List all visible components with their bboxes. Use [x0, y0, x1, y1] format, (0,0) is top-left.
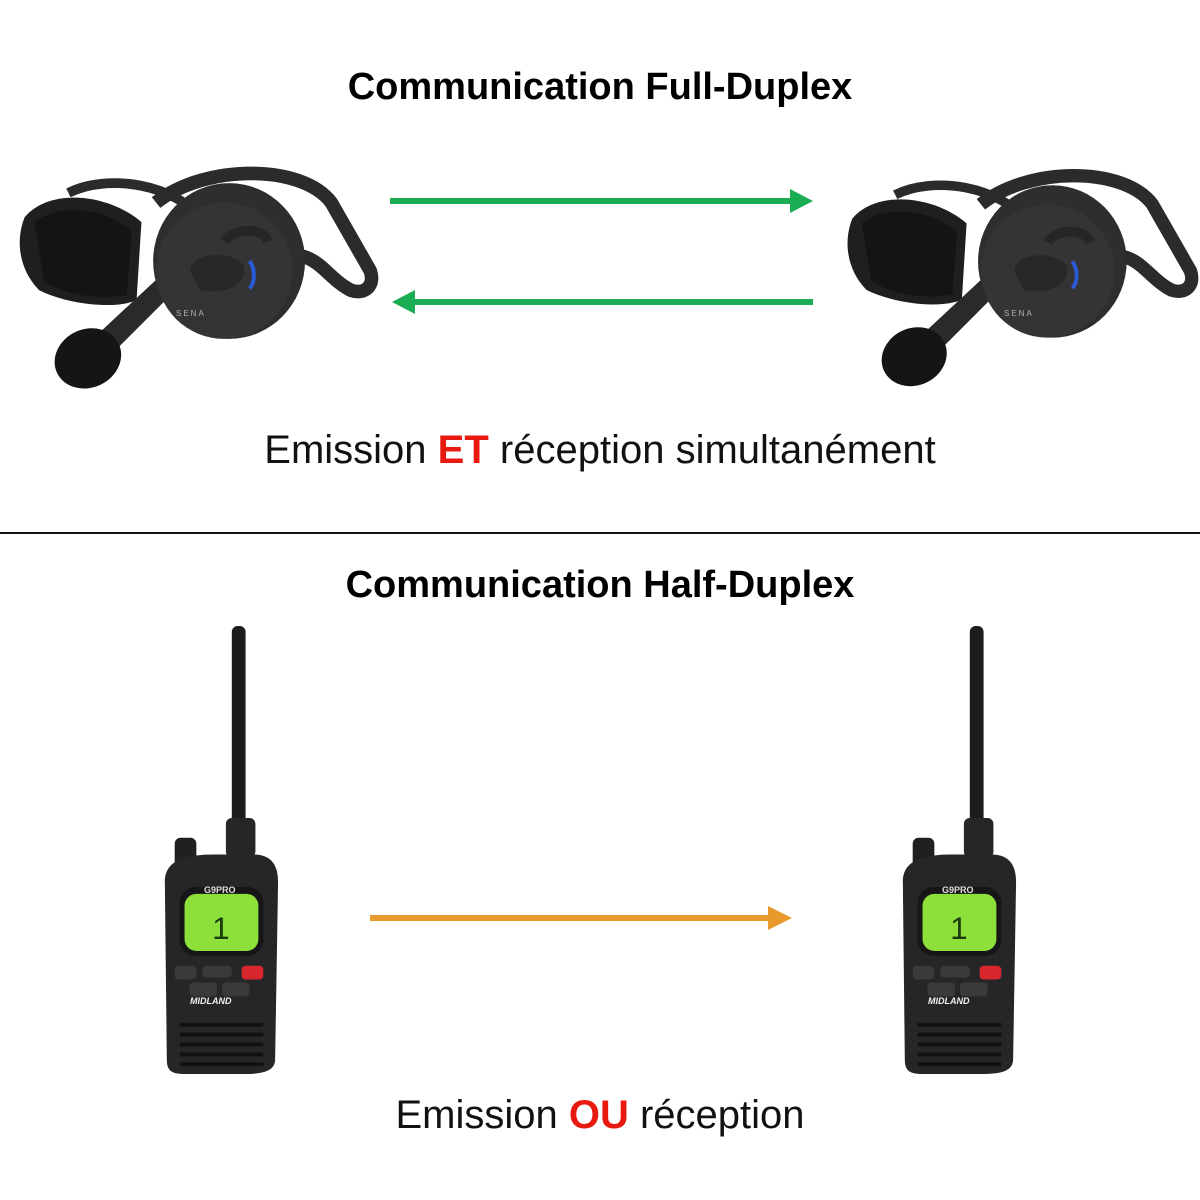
walkie-talkie-left-brand: MIDLAND	[190, 996, 232, 1006]
caption-post: réception	[628, 1093, 805, 1137]
half-duplex-title: Communication Half-Duplex	[345, 564, 855, 606]
walkie-talkie-right-model: G9PRO	[942, 885, 974, 895]
walkie-talkie-left-model: G9PRO	[204, 885, 236, 895]
full-duplex-arrows	[390, 189, 813, 314]
arrow-left	[392, 290, 813, 314]
walkie-talkie-right-image	[893, 625, 1021, 1080]
full-duplex-caption: Emission ET réception simultanément	[0, 428, 1200, 473]
caption-highlight-ou: OU	[568, 1093, 629, 1137]
caption-pre: Emission	[264, 428, 438, 472]
half-duplex-caption: Emission OU réception	[0, 1093, 1200, 1138]
headset-right-brand: SENA	[1004, 309, 1034, 318]
section-divider	[0, 532, 1200, 534]
caption-post: réception simultanément	[488, 428, 936, 472]
walkie-talkie-left-image	[155, 625, 283, 1080]
half-duplex-arrows	[370, 906, 792, 930]
headset-right-image	[838, 163, 1200, 398]
caption-pre: Emission	[395, 1093, 569, 1137]
full-duplex-title: Communication Full-Duplex	[347, 66, 853, 108]
arrow-right	[390, 189, 813, 213]
walkie-talkie-right-brand: MIDLAND	[928, 996, 970, 1006]
caption-highlight-et: ET	[437, 428, 489, 472]
headset-left-brand: SENA	[176, 309, 206, 318]
headset-left-image	[10, 163, 380, 398]
arrow-right	[370, 906, 792, 930]
